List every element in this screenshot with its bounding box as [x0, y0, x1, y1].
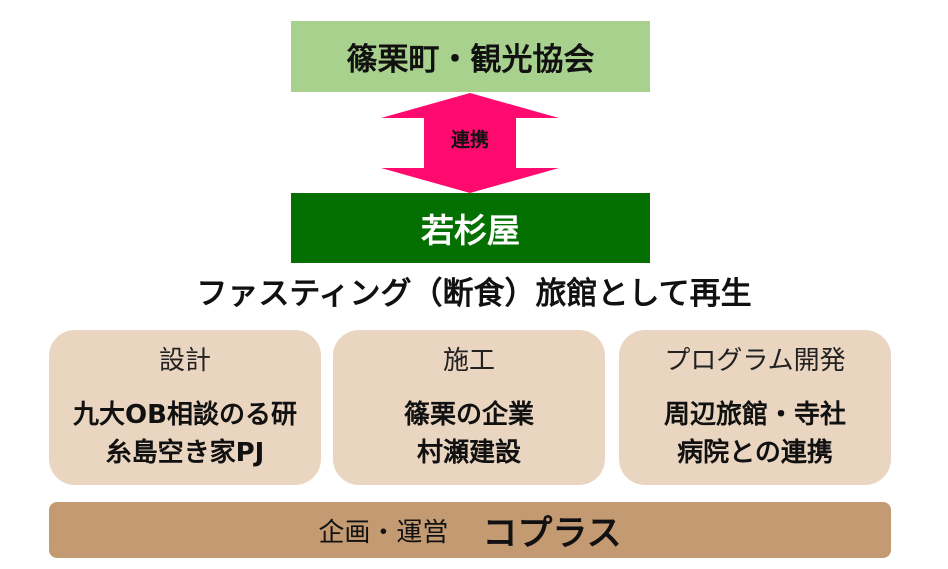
- card-line: 九大OB相談のる研: [73, 400, 297, 430]
- card-line: 病院との連携: [677, 438, 833, 468]
- operator-label: 企画・運営: [318, 517, 449, 548]
- operator-bar: 企画・運営 コプラス: [49, 502, 891, 558]
- card-line: 村瀬建設: [416, 438, 521, 468]
- double-arrow-icon: [381, 93, 559, 193]
- card-construction: 施工 篠栗の企業 村瀬建設: [333, 330, 605, 485]
- card-line: 糸島空き家PJ: [105, 438, 265, 468]
- main-box: 若杉屋: [291, 193, 650, 263]
- card-body: 周辺旅館・寺社 病院との連携: [619, 396, 891, 472]
- card-line: 周辺旅館・寺社: [663, 400, 846, 430]
- subtitle: ファスティング（断食）旅館として再生: [196, 276, 752, 312]
- card-body: 九大OB相談のる研 糸島空き家PJ: [49, 396, 321, 472]
- card-program: プログラム開発 周辺旅館・寺社 病院との連携: [619, 330, 891, 485]
- card-title: プログラム開発: [664, 346, 846, 376]
- card-design: 設計 九大OB相談のる研 糸島空き家PJ: [49, 330, 321, 485]
- card-title: 施工: [442, 346, 495, 376]
- partner-label: 篠栗町・観光協会: [346, 42, 595, 78]
- card-body: 篠栗の企業 村瀬建設: [333, 396, 605, 472]
- card-title: 設計: [158, 346, 211, 376]
- operator-name: コプラス: [482, 513, 622, 554]
- link-label: 連携: [450, 129, 489, 151]
- partner-box: 篠栗町・観光協会: [291, 21, 650, 92]
- main-label: 若杉屋: [421, 211, 520, 250]
- card-line: 篠栗の企業: [403, 400, 534, 430]
